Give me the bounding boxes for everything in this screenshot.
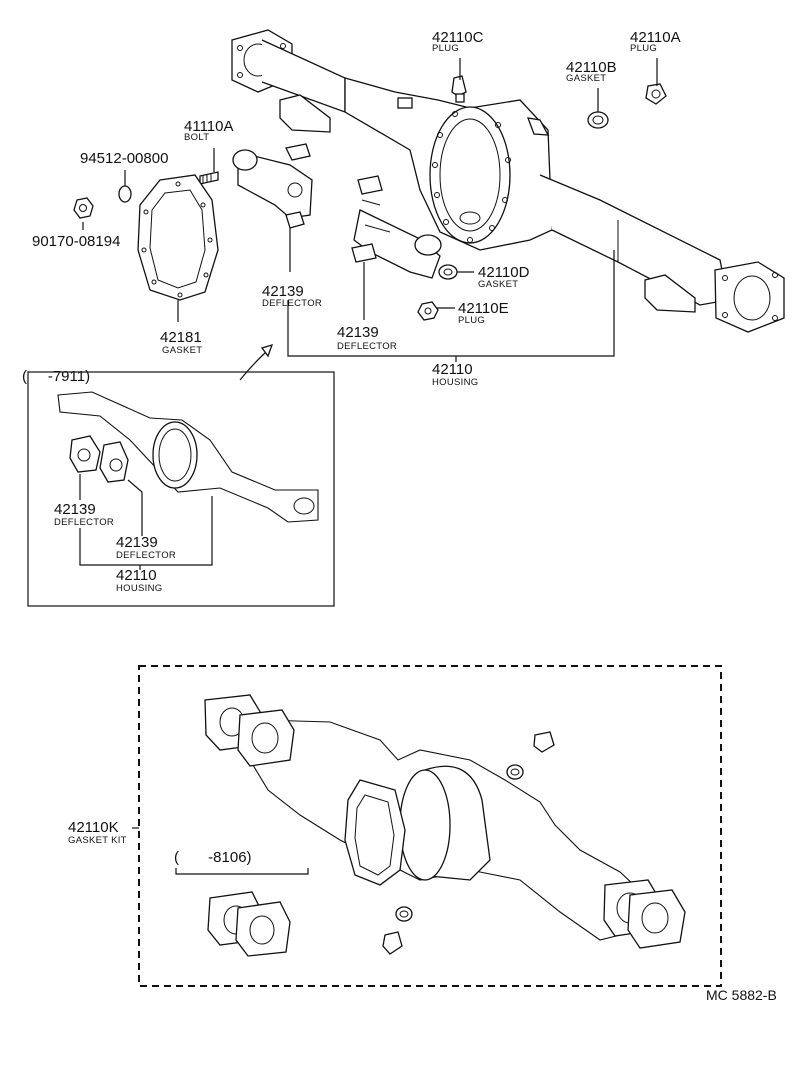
plug-42110e-drawing [417, 301, 439, 321]
label-42110k-number: 42110K [68, 819, 119, 836]
washer-94512-drawing [118, 185, 132, 203]
label-42110k-name: GASKET KIT [68, 835, 127, 846]
label-42110a-number: 42110A [630, 29, 681, 46]
label-42139-top1-number: 42139 [262, 283, 304, 300]
label-42110-top-name: HOUSING [432, 377, 478, 388]
label-94512-number: 94512-00800 [80, 150, 168, 167]
label-42110c-name: PLUG [432, 43, 459, 54]
label-41110a-name: BOLT [184, 132, 209, 143]
deflector-lower-drawing [351, 175, 442, 279]
label-42110b-number: 42110B [566, 59, 617, 76]
label-42110-inset-number: 42110 [116, 567, 157, 584]
label-42139-top2-name: DEFLECTOR [337, 341, 397, 352]
diagram-code: MC 5882-B [706, 987, 777, 1003]
inset-arrow [239, 344, 274, 381]
label-42110-top-number: 42110 [432, 361, 473, 378]
label-42110e-number: 42110E [458, 300, 509, 317]
label-42139-inset2-number: 42139 [116, 534, 158, 551]
axle-housing-drawing [231, 29, 785, 333]
label-kit-range: ( -8106) [174, 849, 252, 866]
label-42110-inset-name: HOUSING [116, 583, 162, 594]
label-42110a-name: PLUG [630, 43, 657, 54]
bolt-41110a-drawing [199, 171, 219, 185]
label-42181-name: GASKET [162, 345, 202, 356]
gasket-42110d-drawing [438, 264, 458, 280]
label-42110d-number: 42110D [478, 264, 530, 281]
leader-lines-top [82, 58, 658, 362]
label-41110a-number: 41110A [184, 118, 234, 135]
label-42139-inset1-name: DEFLECTOR [54, 517, 114, 528]
inset-7911-box [27, 371, 335, 607]
label-42139-top2-number: 42139 [337, 324, 379, 341]
deflector-upper-drawing [232, 143, 313, 229]
label-42110d-name: GASKET [478, 279, 518, 290]
label-42110c-number: 42110C [432, 29, 484, 46]
label-42139-inset2-name: DEFLECTOR [116, 550, 176, 561]
cover-gasket-42181-drawing [137, 174, 219, 301]
label-42139-inset1-number: 42139 [54, 501, 96, 518]
plug-42110a-drawing [645, 83, 667, 105]
label-inset-range: ( -7911) [22, 368, 90, 385]
label-90170-number: 90170-08194 [32, 233, 120, 250]
label-42110b-name: GASKET [566, 73, 606, 84]
nut-90170-drawing [73, 197, 94, 219]
label-42181-number: 42181 [160, 329, 202, 346]
gasket-42110b-drawing [587, 111, 609, 129]
label-42139-top1-name: DEFLECTOR [262, 298, 322, 309]
gasket-kit-box [132, 665, 722, 987]
plug-42110c-drawing [451, 75, 467, 103]
label-42110e-name: PLUG [458, 315, 485, 326]
